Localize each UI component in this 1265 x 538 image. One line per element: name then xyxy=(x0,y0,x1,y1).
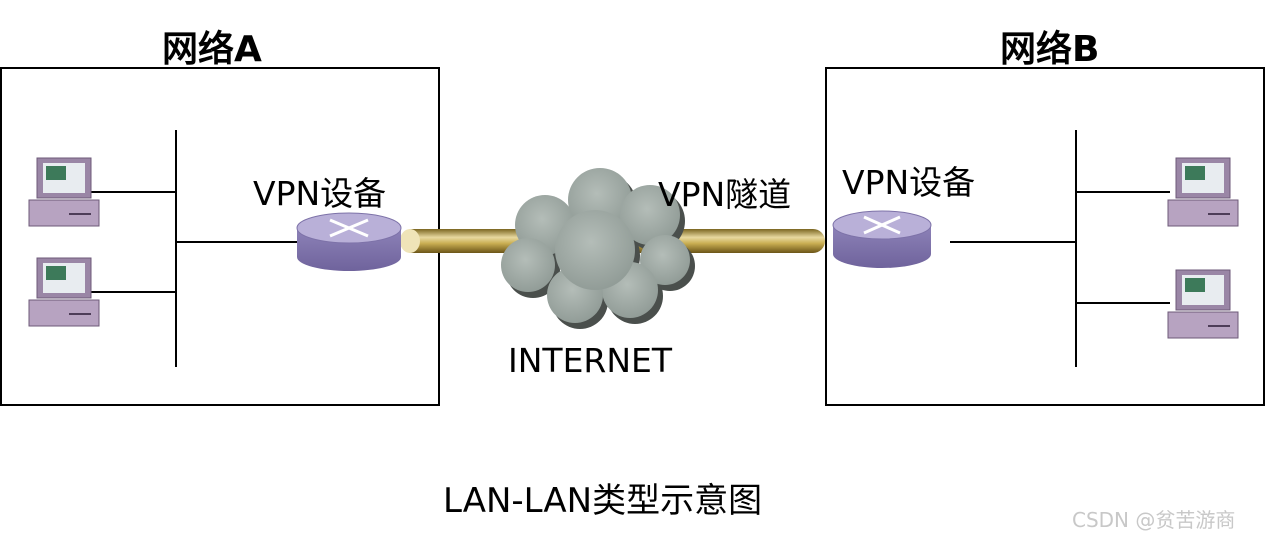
device-a-label: VPN设备 xyxy=(253,174,387,213)
internet-label: INTERNET xyxy=(508,341,673,380)
watermark: CSDN @贫苦游商 xyxy=(1072,508,1236,532)
internet-cloud xyxy=(501,168,695,329)
device-b-label: VPN设备 xyxy=(842,163,976,202)
tunnel-label: VPN隧道 xyxy=(658,175,792,214)
diagram-caption: LAN-LAN类型示意图 xyxy=(443,481,763,521)
network-b-box xyxy=(825,67,1265,406)
pc-a1-icon xyxy=(28,157,100,227)
network-a-title: 网络A xyxy=(162,29,262,70)
pc-a2-icon xyxy=(28,257,100,327)
vpn-router-b-icon xyxy=(832,210,932,268)
lan-b-wiring xyxy=(950,130,1170,367)
lan-a-wiring xyxy=(90,130,300,367)
pc-b1-icon xyxy=(1167,157,1239,227)
vpn-router-a-icon xyxy=(296,212,402,271)
pc-b2-icon xyxy=(1167,269,1239,339)
network-b-title: 网络B xyxy=(1000,29,1100,70)
